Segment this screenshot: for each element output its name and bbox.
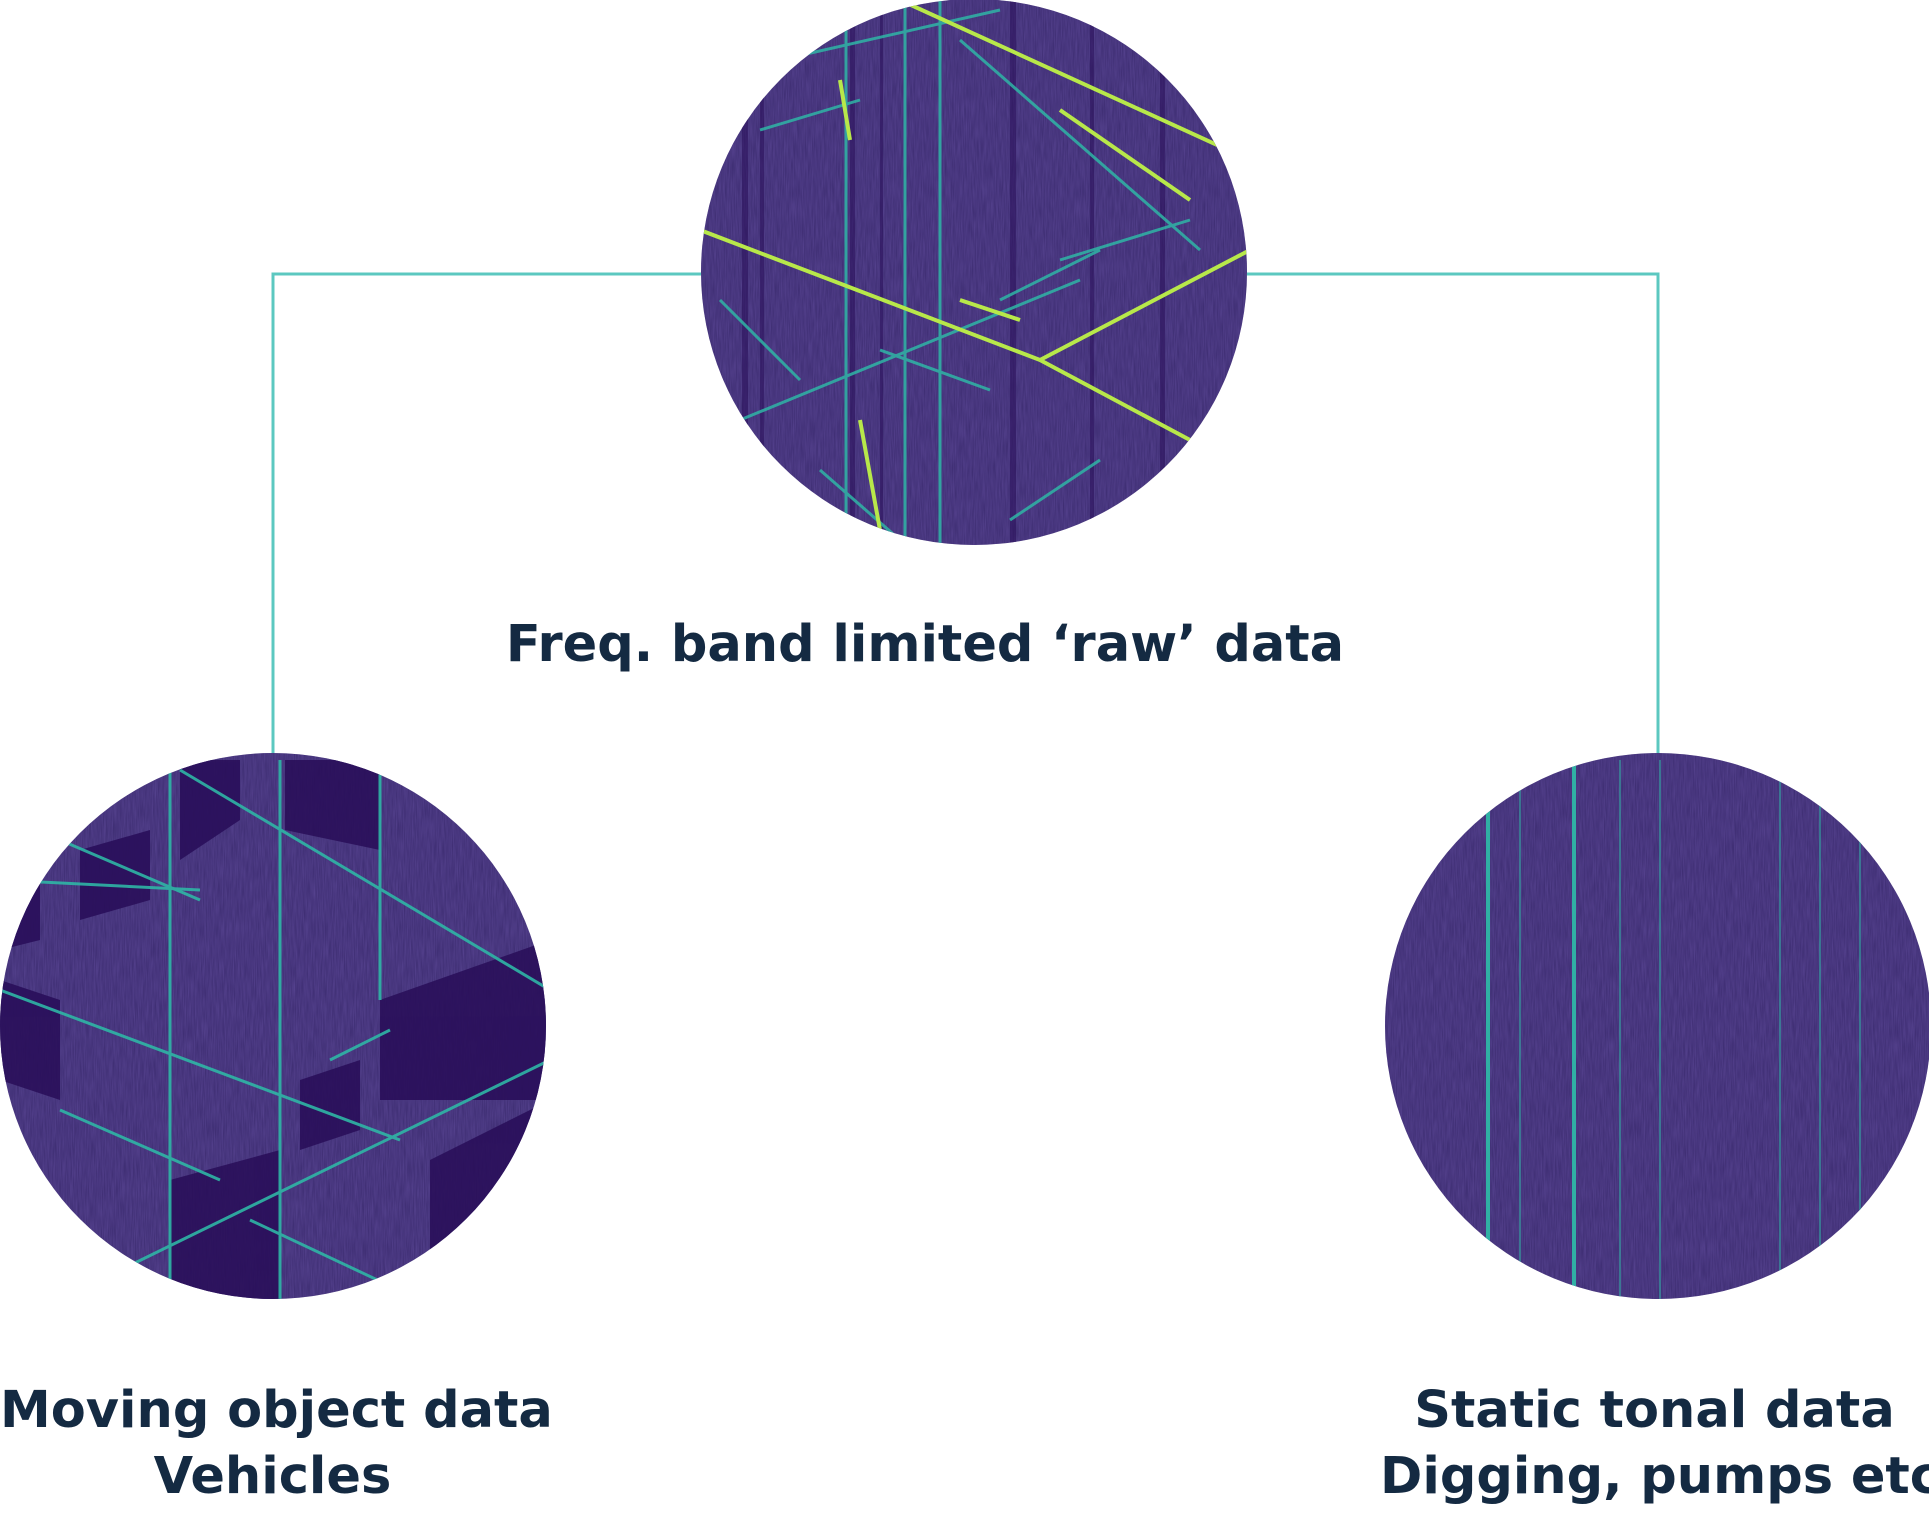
raw-data-label: Freq. band limited ‘raw’ data <box>505 615 1345 674</box>
moving-object-label: Moving object data Vehicles <box>0 1378 553 1511</box>
static-tonal-title: Static tonal data <box>1414 1381 1895 1440</box>
connector-line-left <box>271 272 701 754</box>
spectrogram-raw-image <box>701 0 1247 545</box>
connector-line-right <box>1247 272 1660 754</box>
spectrogram-moving-image <box>0 753 546 1299</box>
moving-object-subtitle: Vehicles <box>153 1447 392 1507</box>
static-tonal-subtitle: Digging, pumps etc <box>1380 1447 1929 1507</box>
static-tonal-label: Static tonal data Digging, pumps etc <box>1380 1378 1929 1511</box>
spectrogram-static-image <box>1385 753 1929 1299</box>
moving-object-title: Moving object data <box>0 1381 553 1440</box>
